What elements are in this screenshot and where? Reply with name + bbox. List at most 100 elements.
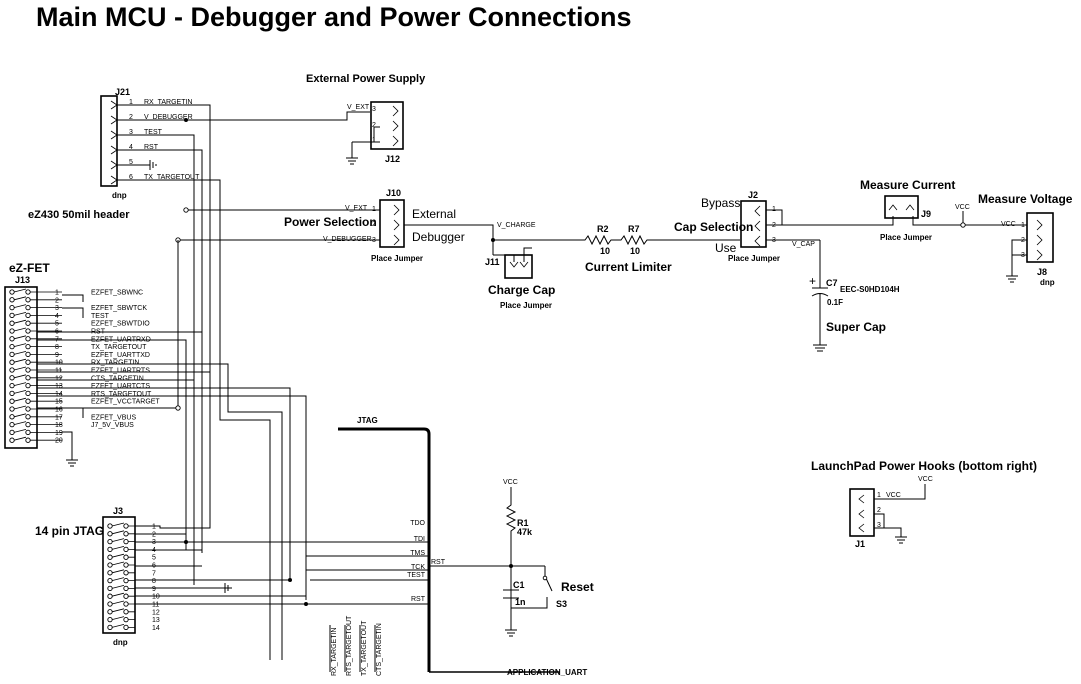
j3-pin-contact (123, 585, 129, 592)
j3-pin-number: 14 (152, 625, 160, 632)
r1-value: 47k (517, 527, 533, 537)
j13-pin-lead (13, 304, 62, 308)
j13-pin-number: 14 (55, 391, 63, 398)
j13-pin-contact (9, 421, 15, 428)
j2-note: Place Jumper (728, 254, 780, 263)
j10-ref: J10 (386, 188, 401, 198)
r7-value: 10 (630, 246, 640, 256)
j13-pin-contact (9, 437, 15, 443)
j1-title: LaunchPad Power Hooks (bottom right) (811, 459, 1037, 473)
j3-pin-contact (107, 601, 113, 607)
j13-pin-contact (25, 390, 31, 397)
j21-pin-number: 2 (129, 114, 133, 121)
j13-pin-number: 8 (55, 344, 59, 351)
j3-pin-contact (123, 570, 129, 576)
j3-pin-number: 12 (152, 609, 160, 616)
j13-pin-contact (9, 414, 15, 420)
j13-pin-label: EZFET_SBWTCK (91, 305, 147, 312)
j3-pin-lead (111, 530, 135, 535)
j13-pin-lead (13, 374, 62, 379)
j13-pin-lead (13, 421, 62, 425)
v-charge-net: V_CHARGE (497, 222, 536, 229)
uart-bus-name: APPLICATION_UART (507, 668, 587, 677)
capacitor-c7: + C7 EEC-S0HD104H 0.1F Super Cap (809, 240, 900, 352)
uart-signal-label: TX_TARGETOUT (361, 620, 368, 676)
j13-pin-number: 20 (55, 438, 63, 445)
j13-pin-contact (9, 375, 15, 381)
j13-pin-contact (25, 297, 31, 303)
j13-pin-label: EZFET_SBWTDIO (91, 321, 150, 328)
j13-pin-label: TEST (91, 313, 110, 320)
j2-ref: J2 (748, 190, 758, 200)
j13-pin-lead (13, 343, 62, 347)
j3-pin-lead (111, 577, 135, 581)
j13-pin-lead (13, 382, 62, 386)
j3-pin-contact (123, 523, 129, 529)
j21-pin-label: RST (144, 144, 159, 151)
j13-pin-number: 17 (55, 414, 63, 421)
j13-pin-number: 5 (55, 321, 59, 328)
j13-pin-label: J7_5V_VBUS (91, 422, 134, 429)
j21-pin-number: 6 (129, 174, 133, 181)
j13-pin-contact (25, 328, 31, 334)
j13-pin-number: 11 (55, 368, 62, 375)
j10-debugger-label: Debugger (412, 230, 465, 244)
j3-pin-lead (111, 569, 135, 574)
jtag-bus-title: JTAG (357, 416, 378, 425)
connector-j1: LaunchPad Power Hooks (bottom right) VCC… (811, 459, 1037, 549)
j13-pin-contact (25, 304, 31, 311)
j21-pin-label: V_DEBUGGER (144, 114, 193, 121)
j3-pin-contact (107, 609, 113, 615)
j3-pin-number: 7 (152, 570, 156, 577)
rst-net-label: RST (431, 559, 446, 566)
j3-pin-number: 3 (152, 539, 156, 546)
j13-pin-number: 1 (55, 290, 59, 297)
j13-pin-contact (9, 406, 15, 412)
j3-title: 14 pin JTAG (35, 524, 104, 538)
j13-pin-label: EZFET_UARTTXD (91, 352, 150, 359)
j3-pin-contact (107, 577, 113, 584)
reset-title: Reset (561, 580, 594, 594)
j13-pin-contact (9, 297, 15, 303)
j13-pin-contact (25, 351, 31, 358)
j12-pin-2: 2 (372, 122, 376, 129)
uart-signal-label: RTS_TARGETOUT (346, 615, 353, 676)
j8-net: VCC (1001, 221, 1016, 228)
reset-vcc-label: VCC (503, 479, 518, 486)
j21-note: dnp (112, 191, 127, 200)
j21-pin-label: RX_TARGETIN (144, 99, 193, 106)
j9-body (884, 195, 919, 219)
j12-net: V_EXT (347, 104, 370, 111)
j3-pin-contact (107, 554, 113, 560)
j10-note: Place Jumper (371, 254, 423, 263)
uart-signal-label: CTS_TARGETIN (376, 623, 383, 676)
j21-ref: J21 (115, 87, 130, 97)
j8-body (1026, 212, 1054, 263)
j3-pin-lead (111, 616, 135, 620)
j13-pin-contact (25, 343, 31, 350)
connector-j8: VCC Measure Voltage VCC 1 2 3 J8 dnp (955, 192, 1073, 287)
j3-pin-contact (107, 523, 113, 529)
j21-body (100, 95, 118, 187)
jtag-signal-label: TEST (407, 572, 426, 579)
j1-pin-2: 2 (877, 507, 881, 514)
connector-j2: J2 Bypass Cap Selection Use 1 2 3 Place … (674, 190, 815, 263)
j8-pin-1: 1 (1021, 222, 1025, 229)
j13-pin-label: EZFET_VBUS (91, 414, 136, 421)
j3-pin-contact (107, 624, 113, 631)
j8-ref: J8 (1037, 267, 1047, 277)
c7-ref: C7 (826, 278, 838, 288)
j2-title: Cap Selection (674, 220, 753, 234)
j13-pin-contact (9, 429, 15, 436)
j9-title: Measure Current (860, 178, 955, 192)
jtag-signal-label: TMS (410, 550, 425, 557)
j9-note: Place Jumper (880, 233, 932, 242)
j21-pin-label: TEST (144, 129, 163, 136)
jtag-entries (194, 555, 429, 581)
j13-pin-label: EZFET_VCCTARGET (91, 399, 160, 406)
j1-pin-3: 3 (877, 522, 881, 529)
j3-pin-contact (123, 554, 129, 560)
